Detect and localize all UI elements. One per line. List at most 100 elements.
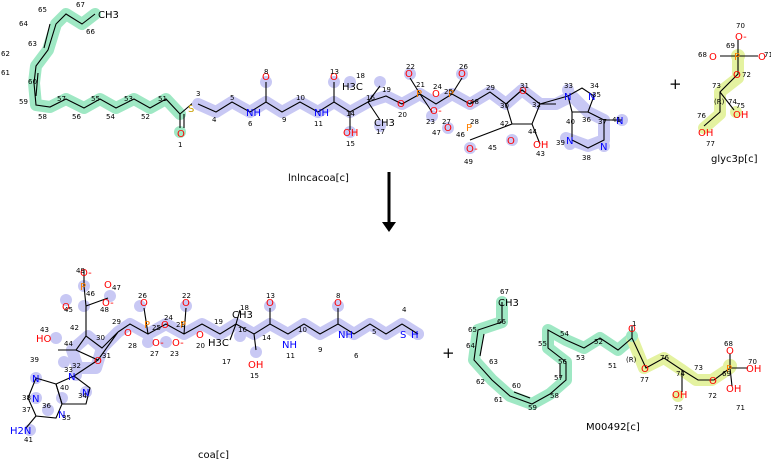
atom-num: 60 (28, 78, 37, 86)
product-label-coa: coa[c] (198, 450, 229, 459)
glyc3p-backbone (703, 55, 739, 127)
oxygen-label: O (330, 72, 338, 83)
m00492-double-bond (479, 333, 485, 357)
coa-n: N (68, 372, 75, 383)
atom-num: 75 (736, 102, 745, 110)
coa-po-2 (143, 307, 149, 335)
atom-num: 62 (1, 50, 10, 58)
m00492-oh-highlight (672, 390, 684, 402)
coa-3p-bonds (83, 270, 87, 307)
svg-text:6: 6 (354, 352, 359, 360)
methyl-bond (367, 85, 381, 103)
m00492-oh: OH (746, 364, 761, 375)
svg-text:30: 30 (96, 334, 105, 342)
svg-text:42: 42 (500, 120, 509, 128)
svg-text:44: 44 (64, 340, 73, 348)
plus-sign-products: + (442, 344, 455, 362)
coa-amine (25, 415, 37, 429)
svg-text:24: 24 (433, 83, 442, 91)
ribose-phosphate (469, 123, 513, 141)
m00492-p: P (726, 364, 732, 375)
product-label-m00492: M00492[c] (586, 422, 640, 433)
oxygen-label: O (507, 136, 515, 147)
coa-o: O (62, 302, 70, 313)
hydroxyl-label: OH (343, 128, 358, 139)
svg-text:5: 5 (230, 94, 234, 102)
svg-text:33: 33 (564, 82, 573, 90)
amine-label: NH (314, 108, 329, 119)
svg-text:9: 9 (282, 116, 286, 124)
svg-text:48: 48 (470, 98, 479, 106)
oxygen-label: O (444, 123, 452, 134)
oxygen-label: O (519, 86, 527, 97)
coa-p: P (144, 320, 150, 331)
svg-text:36: 36 (42, 402, 51, 410)
atom-num: 55 (91, 95, 100, 103)
coa-o: O- (102, 298, 114, 309)
nitrogen-label: N (566, 136, 573, 147)
svg-text:53: 53 (576, 354, 585, 362)
m00492-oh: OH (672, 390, 687, 401)
svg-text:29: 29 (486, 84, 495, 92)
carbonyl-oxygen: O (177, 129, 185, 140)
svg-text:1: 1 (632, 320, 636, 328)
svg-text:75: 75 (674, 404, 683, 412)
svg-text:30: 30 (500, 102, 509, 110)
atom-num: 76 (697, 112, 706, 120)
atom-num: 68 (698, 51, 707, 59)
coa-ch3: CH3 (232, 310, 253, 321)
atom-num: 57 (57, 95, 66, 103)
coa-methyl (235, 309, 241, 325)
svg-text:45: 45 (488, 144, 497, 152)
svg-text:44: 44 (528, 128, 537, 136)
atom-num: 52 (141, 113, 150, 121)
svg-text:46: 46 (456, 131, 465, 139)
svg-text:58: 58 (550, 392, 559, 400)
ribose-adenine (539, 95, 569, 105)
svg-text:47: 47 (112, 284, 121, 292)
coa-o: O (161, 320, 169, 331)
ribose-oh (531, 123, 541, 145)
m00492-atom-numbers: 67 66 65 64 63 62 61 60 59 58 57 56 55 5… (466, 288, 757, 412)
coa-o: O (124, 328, 132, 339)
svg-text:74: 74 (676, 370, 685, 378)
m00492-structure: CH3 O O OH O P O OH OH 67 66 65 64 63 62… (466, 288, 761, 412)
svg-text:40: 40 (566, 118, 575, 126)
methyl-label: CH3 (374, 118, 395, 129)
svg-text:69: 69 (722, 370, 731, 378)
coa-structure: S H NH O NH O OH CH3 H3C O P O O- O P O … (10, 267, 424, 444)
svg-text:5: 5 (372, 328, 376, 336)
svg-text:8: 8 (336, 292, 340, 300)
glyc3p-o: O (758, 52, 766, 63)
svg-text:65: 65 (468, 326, 477, 334)
svg-text:6: 6 (248, 120, 253, 128)
coa-o: O (334, 298, 342, 309)
phosphorus-label: P (466, 123, 472, 134)
oxygen-label: O (466, 99, 474, 110)
phosphate-o-2 (451, 77, 463, 95)
svg-text:28: 28 (470, 118, 479, 126)
coa-n: N (32, 374, 39, 385)
svg-text:66: 66 (497, 318, 506, 326)
svg-text:17: 17 (376, 128, 385, 136)
svg-text:22: 22 (182, 292, 191, 300)
coa-atom-highlights (260, 68, 628, 154)
reaction-arrow (382, 172, 396, 232)
m00492-o: O (726, 346, 734, 357)
nitrogen-label: N (600, 142, 607, 153)
coa-oh: OH (248, 360, 263, 371)
svg-text:15: 15 (346, 140, 355, 148)
m00492-phosphate-link (681, 367, 748, 381)
coa-ho: HO (36, 334, 52, 345)
svg-text:70: 70 (748, 358, 757, 366)
svg-text:47: 47 (432, 129, 441, 137)
glyc3p-oh: OH (733, 110, 748, 121)
svg-text:51: 51 (608, 362, 617, 370)
sulfur-atom: S (188, 104, 194, 115)
svg-text:62: 62 (476, 378, 485, 386)
atom-num: 70 (736, 22, 745, 30)
svg-text:26: 26 (459, 63, 468, 71)
svg-text:31: 31 (520, 82, 529, 90)
coa-ribose-ring (75, 331, 119, 361)
